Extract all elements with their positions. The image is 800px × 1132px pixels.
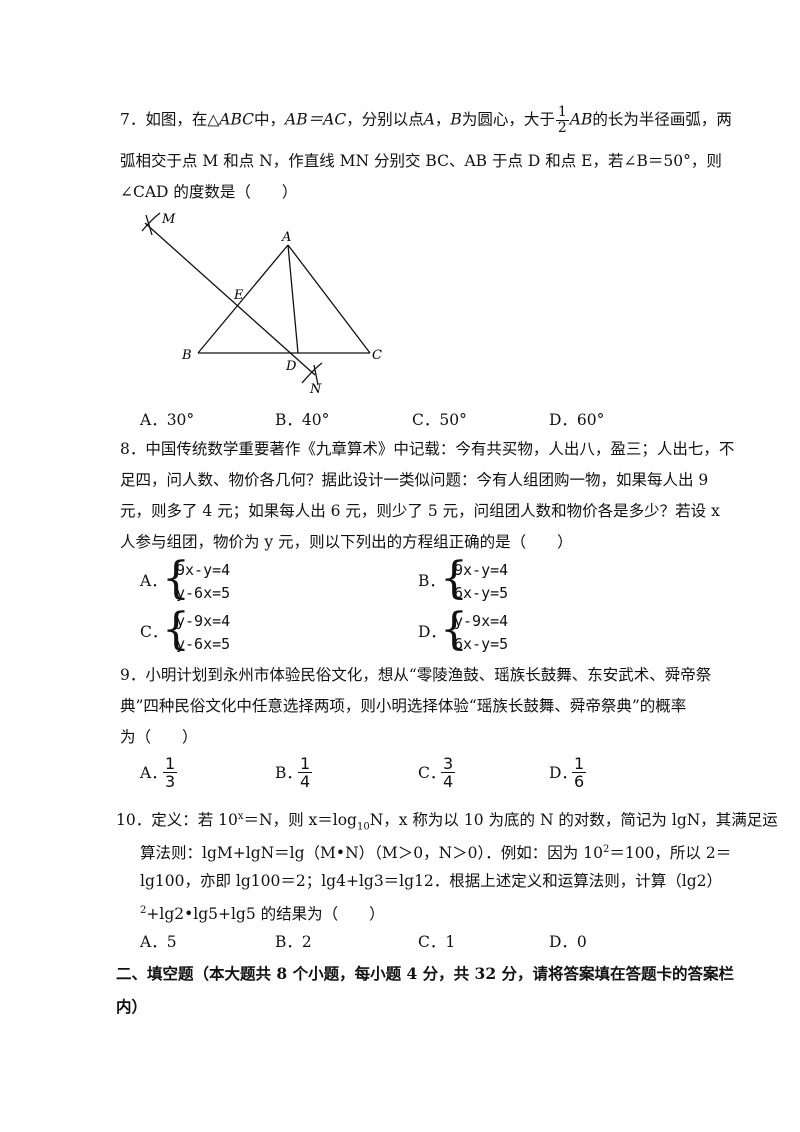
label-e: E [233, 288, 244, 303]
q7-option-a[interactable]: A．30° [140, 411, 195, 429]
q8-option-b-label[interactable]: B． [418, 572, 445, 590]
q10-option-c[interactable]: C．1 [418, 933, 456, 951]
q9-option-c-label[interactable]: C． [418, 764, 446, 782]
label-n: N [309, 382, 322, 397]
q9-option-d-label[interactable]: D． [549, 764, 577, 782]
q7-option-c[interactable]: C．50° [412, 411, 467, 429]
q10-line4: 2+lg2•lg5+lg5 的结果为（ ） [140, 905, 385, 924]
q8-option-a-system: { 9x-y=4 y-6x=5 [162, 553, 231, 604]
q8-line4: 人参与组团，物价为 y 元，则以下列出的方程组正确的是（ ） [120, 533, 573, 551]
q9-line2: 典”四种民俗文化中任意选择两项，则小明选择体验“瑶族长鼓舞、舜帝祭典”的概率 [120, 697, 687, 715]
q10-line2: 算法则：lgM+lgN＝lg（M•N）（M＞0，N＞0）．例如：因为 102＝1… [140, 844, 732, 863]
q8-option-d-system: { y-9x=4 6x-y=5 [440, 604, 509, 655]
q8-option-b-system: { 9x-y=4 6x-y=5 [440, 553, 509, 604]
q7-option-d[interactable]: D．60° [549, 411, 605, 429]
q8-option-c-label[interactable]: C． [140, 623, 168, 641]
q10-option-a[interactable]: A．5 [140, 933, 177, 951]
q8-option-c-system: { y-9x=4 y-6x=5 [162, 604, 231, 655]
segment-ad [287, 244, 299, 354]
side-ac [287, 244, 371, 354]
q7-line2: 弧相交于点 M 和点 N，作直线 MN 分别交 BC、AB 于点 D 和点 E，… [120, 152, 722, 170]
q8-option-a-label[interactable]: A． [140, 572, 167, 590]
arc-n [301, 362, 323, 384]
q7-option-b[interactable]: B．40° [275, 411, 330, 429]
section2-heading-line1: 二、填空题（本大题共 8 个小题，每小题 4 分，共 32 分，请将答案填在答题… [116, 964, 735, 983]
q10-line1: 10．定义：若 10x＝N，则 x＝log10N，x 称为以 10 为底的 N … [116, 811, 778, 833]
q7-line3: ∠CAD 的度数是（ ） [120, 183, 298, 201]
q8-line2: 足四，问人数、物价各几何？据此设计一类似问题：今有人组团购一物，如果每人出 9 [120, 471, 709, 489]
section2-heading-line2: 内） [116, 997, 148, 1016]
q9-option-a-label[interactable]: A． [140, 764, 167, 782]
q8-line1: 8．中国传统数学重要著作《九章算术》中记载：今有共买物，人出八，盈三；人出七，不 [120, 440, 735, 458]
q10-option-b[interactable]: B．2 [275, 933, 312, 951]
line-mn [144, 222, 316, 376]
q9-line1: 9．小明计划到永州市体验民俗文化，想从“零陵渔鼓、瑶族长鼓舞、东安武术、舜帝祭 [120, 666, 712, 684]
q8-option-d-label[interactable]: D． [418, 623, 446, 641]
label-c: C [372, 348, 382, 363]
q9-option-b-label[interactable]: B． [275, 764, 302, 782]
q10-line3: lg100，亦即 lg100＝2；lg4+lg3＝lg12．根据上述定义和运算法… [140, 872, 723, 890]
q8-line3: 元，则多了 4 元；如果每人出 6 元，则少了 5 元，问组团人数和物价各是多少… [120, 502, 720, 520]
q10-option-d[interactable]: D．0 [549, 933, 587, 951]
q9-line3: 为（ ） [120, 728, 198, 746]
label-m: M [161, 212, 176, 227]
label-a: A [281, 230, 291, 245]
side-ab [197, 244, 289, 354]
label-b: B [181, 348, 192, 363]
q7-triangle-figure: M A E B D C N [141, 212, 382, 397]
arc-m [141, 212, 161, 232]
label-d: D [285, 359, 297, 374]
